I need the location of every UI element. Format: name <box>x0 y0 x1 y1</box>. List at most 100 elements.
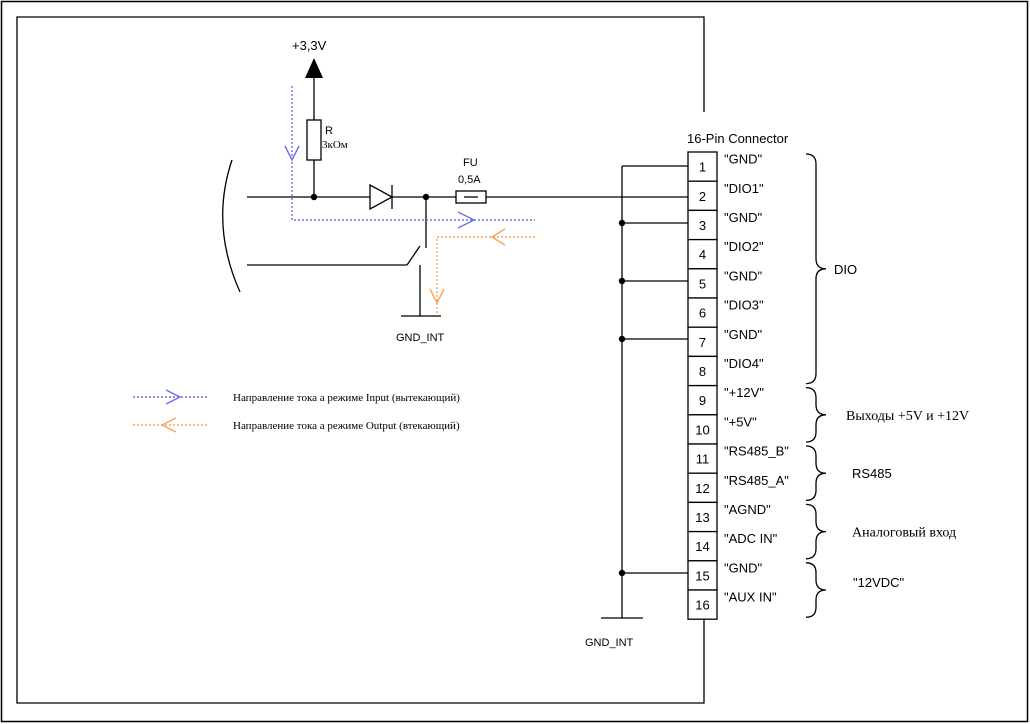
pin-group: RS485 <box>805 445 892 502</box>
pin-name: "+12V" <box>724 385 764 400</box>
pin-number: 4 <box>699 247 706 262</box>
pin-number: 8 <box>699 364 706 379</box>
legend-input-arrow-icon <box>133 389 208 405</box>
pin-row: 1 "GND" <box>687 151 763 182</box>
pin-row: 12 "RS485_A" <box>687 472 789 504</box>
pin-cell <box>687 472 718 504</box>
pin-name: "DIO2" <box>724 239 764 254</box>
pin-name: "+5V" <box>724 414 757 429</box>
pin-group: "12VDC" <box>805 562 905 618</box>
pin-group: DIO <box>805 153 857 385</box>
group-brace <box>805 153 827 385</box>
pin-row: 11 "RS485_B" <box>687 443 789 474</box>
resistor-value: 3кОм <box>322 139 348 151</box>
pin-row: 14 "ADC IN" <box>687 530 778 562</box>
pin-cell <box>687 501 718 533</box>
legend-input-label: Направление тока а режиме Input (вытекаю… <box>233 392 460 404</box>
pin-name: "AUX IN" <box>724 590 777 605</box>
resistor-symbol <box>306 119 322 161</box>
pin-name: "AGND" <box>724 502 771 517</box>
pin-row: 5 "GND" <box>687 268 763 299</box>
pin-number: 9 <box>699 393 706 408</box>
pin-cell <box>687 355 718 387</box>
input-current-path <box>284 86 535 229</box>
group-brace <box>805 386 827 443</box>
pin-number: 1 <box>699 160 706 175</box>
group-brace <box>805 562 827 618</box>
pin-row: 8 "DIO4" <box>687 355 764 387</box>
pin-number: 3 <box>699 218 706 233</box>
group-label: DIO <box>834 262 857 277</box>
group-label: Выходы +5V и +12V <box>846 409 969 424</box>
junction-dot <box>618 277 626 285</box>
pin-number: 15 <box>695 568 709 583</box>
pin-cell <box>687 180 718 212</box>
pin-name: "DIO1" <box>724 181 764 196</box>
fuse-name: FU <box>463 157 478 169</box>
pin-name: "GND" <box>724 152 763 167</box>
junction-dot <box>618 335 626 343</box>
junction-dot <box>618 569 626 577</box>
pin-name: "GND" <box>724 268 763 283</box>
pin-name: "GND" <box>724 327 763 342</box>
pin-row: 15 "GND" <box>687 560 763 591</box>
pin-number: 12 <box>695 481 709 496</box>
connector-title: 16-Pin Connector <box>687 131 789 146</box>
pin-row: 10 "+5V" <box>687 414 757 445</box>
pin-row: 4 "DIO2" <box>687 238 764 270</box>
pin-number: 2 <box>699 189 706 204</box>
pin-name: "GND" <box>724 560 763 575</box>
supply-label: +3,3V <box>292 38 327 53</box>
group-label: Аналоговый вход <box>852 526 956 541</box>
legend: Направление тока а режиме Input (вытекаю… <box>133 389 460 433</box>
pin-cell <box>687 238 718 270</box>
pin-name: "RS485_A" <box>724 473 789 488</box>
legend-output-arrow-icon <box>133 417 208 433</box>
pin-number: 6 <box>699 306 706 321</box>
ground-label-bottom: GND_INT <box>585 637 634 649</box>
group-label: RS485 <box>852 466 892 481</box>
pin-name: "GND" <box>724 210 763 225</box>
pin-row: 3 "GND" <box>687 209 763 241</box>
group-brace <box>805 503 827 560</box>
connection-bracket <box>222 159 241 293</box>
pin-group: Выходы +5V и +12V <box>805 386 969 443</box>
pin-number: 7 <box>699 335 706 350</box>
output-current-path <box>429 228 535 315</box>
device-enclosure <box>16 16 705 704</box>
connector-pins: 1 "GND" 2 "DIO1" 3 "GND" 4 "DIO2" 5 "GND" 6 "DIO3" 7… <box>687 151 789 620</box>
group-brace <box>805 445 827 502</box>
pin-number: 10 <box>695 422 709 437</box>
pin-row: 9 "+12V" <box>687 384 764 416</box>
diode-icon <box>369 183 394 211</box>
pin-row: 16 "AUX IN" <box>687 589 777 620</box>
pin-cell <box>687 414 718 445</box>
group-label: "12VDC" <box>853 575 905 590</box>
pin-number: 13 <box>695 510 709 525</box>
pin-row: 6 "DIO3" <box>687 297 764 328</box>
pin-row: 13 "AGND" <box>687 501 771 533</box>
pin-number: 16 <box>695 598 709 613</box>
pin-number: 14 <box>695 539 709 554</box>
pin-cell <box>687 268 718 299</box>
ground-label-left: GND_INT <box>396 332 445 344</box>
resistor-name: R <box>325 125 333 137</box>
legend-output-label: Направление тока а режиме Output (втекаю… <box>233 420 460 432</box>
pin-name: "RS485_B" <box>724 444 789 459</box>
pin-row: 7 "GND" <box>687 326 763 358</box>
supply-arrow-icon <box>305 58 323 78</box>
pin-cell <box>687 589 718 620</box>
pin-number: 11 <box>696 452 710 467</box>
pin-cell <box>687 209 718 241</box>
junction-dot <box>618 219 626 227</box>
pin-name: "ADC IN" <box>724 531 778 546</box>
pin-name: "DIO4" <box>724 356 764 371</box>
pin-group: Аналоговый вход <box>805 503 956 560</box>
pin-name: "DIO3" <box>724 298 764 313</box>
pin-row: 2 "DIO1" <box>687 180 764 212</box>
pin-number: 5 <box>699 276 706 291</box>
pin-cell <box>687 326 718 358</box>
